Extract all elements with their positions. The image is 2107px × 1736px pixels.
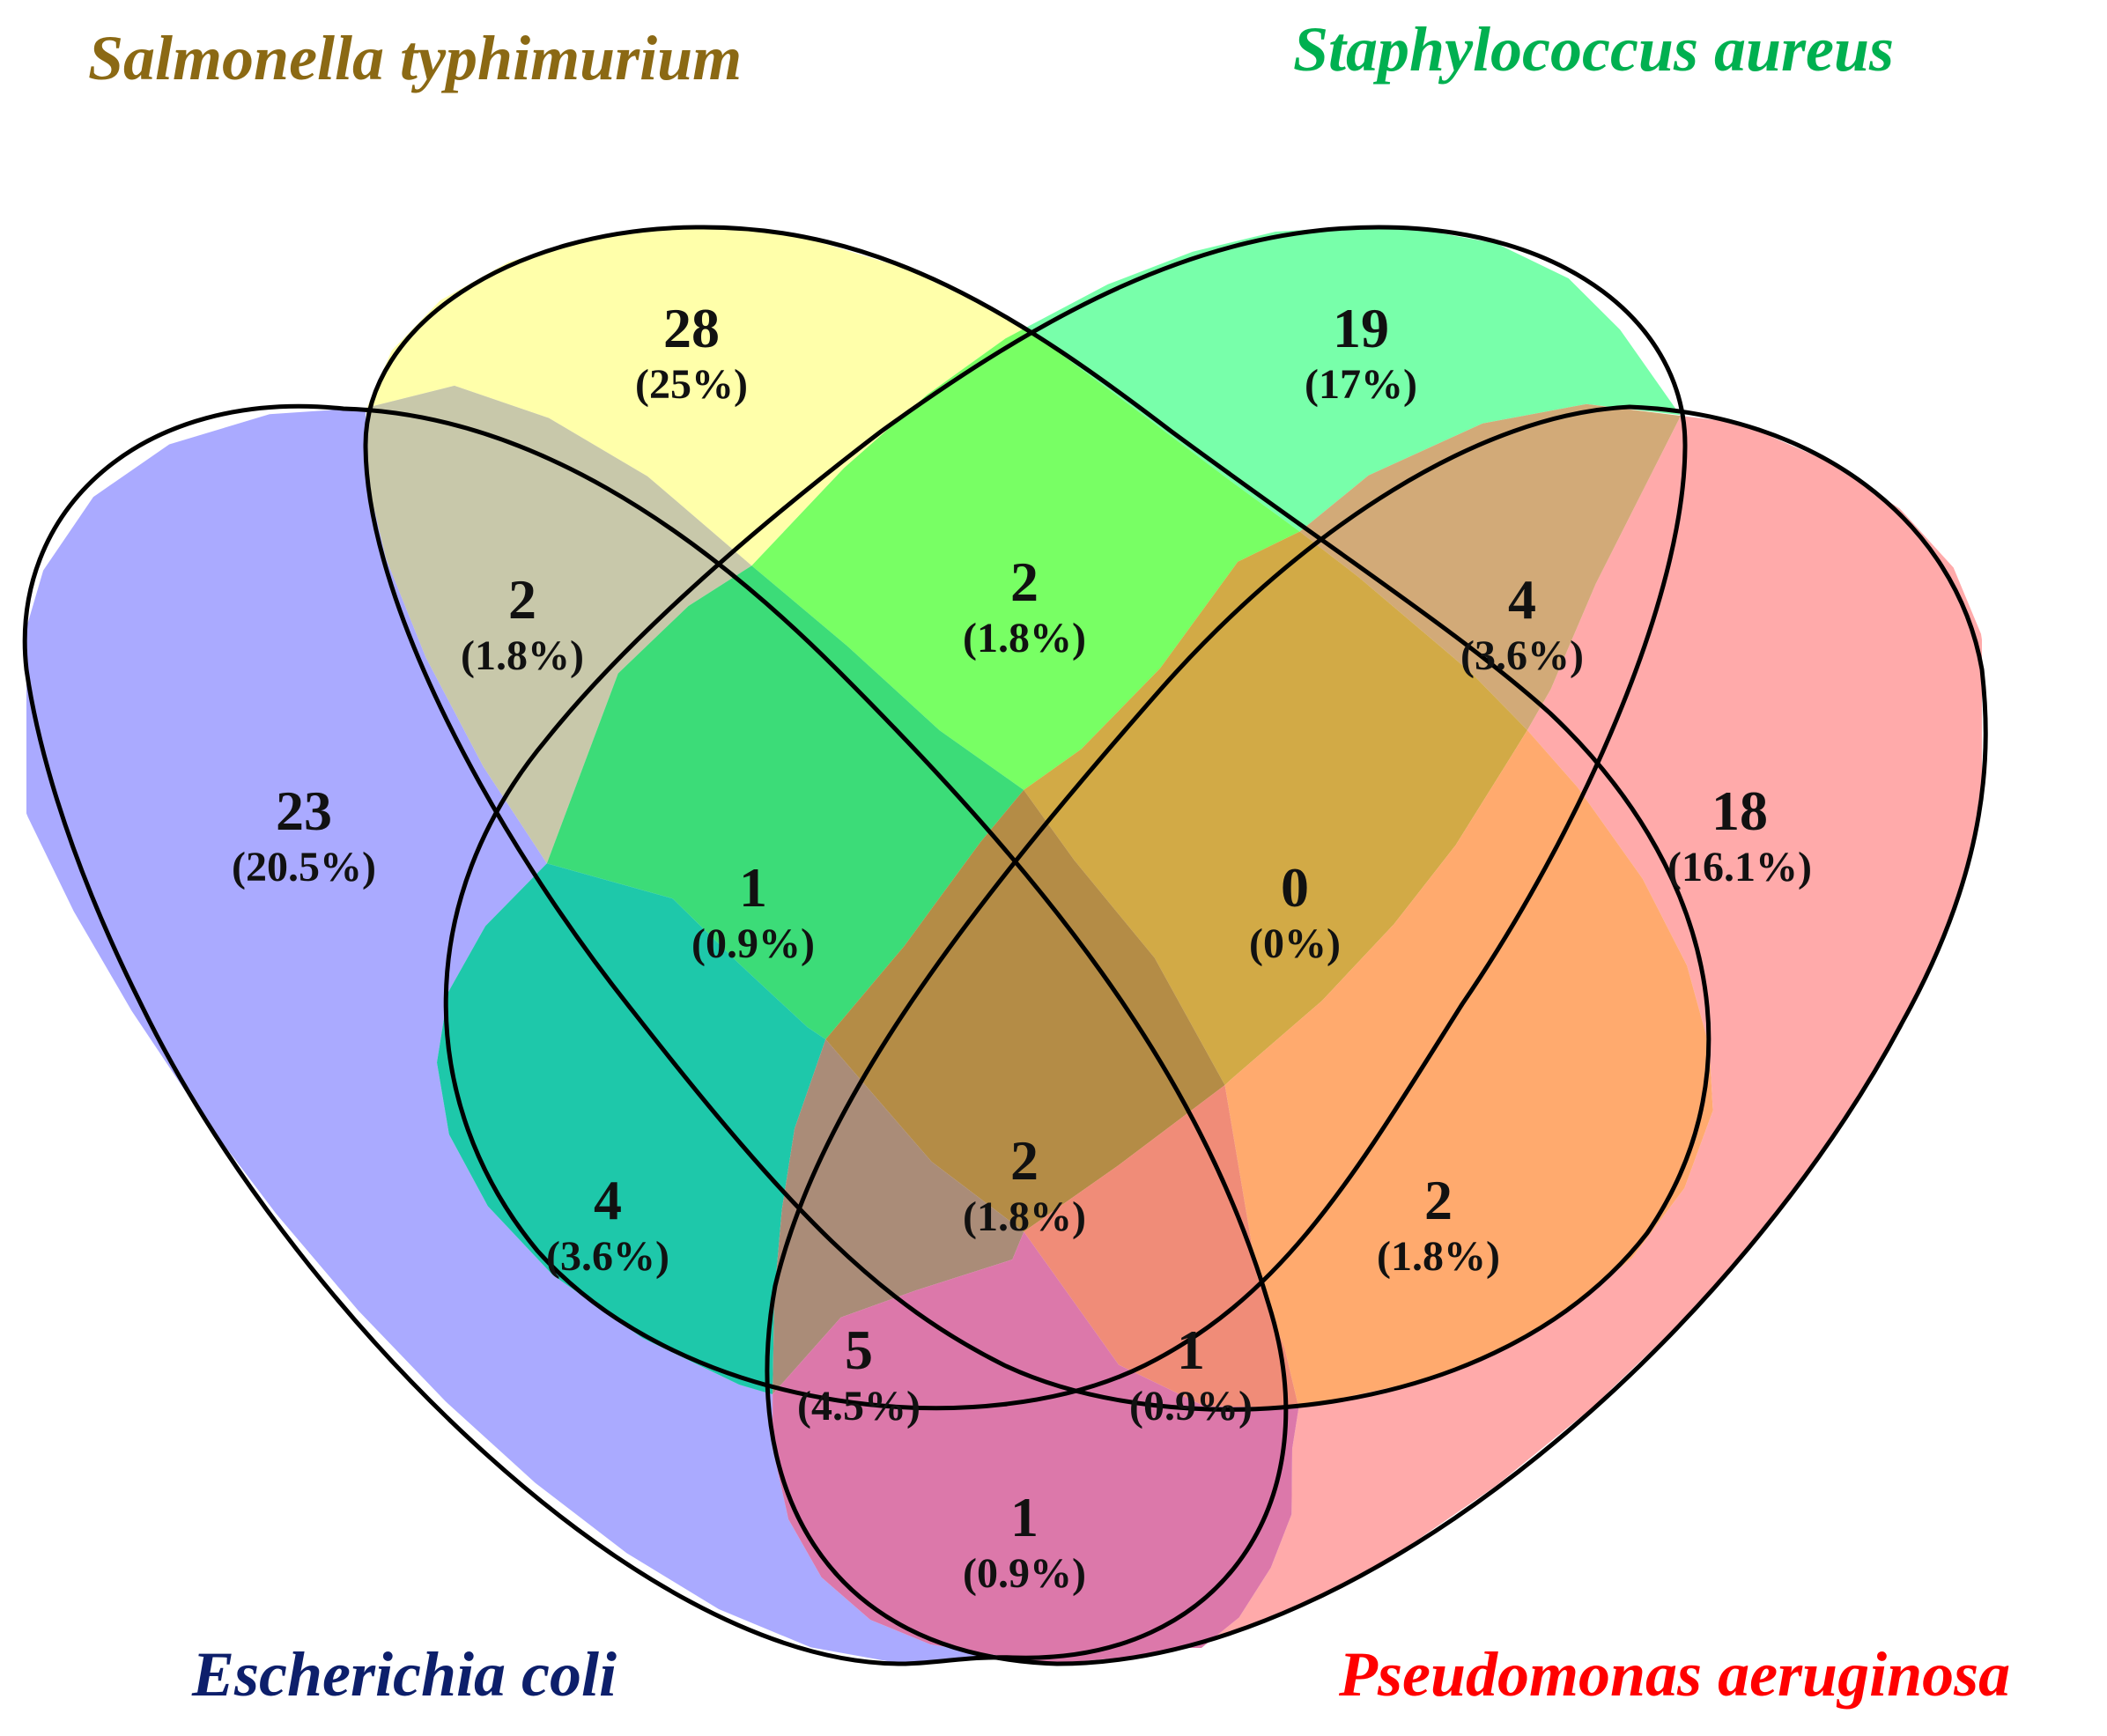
salmonella-outline <box>363 225 1711 1412</box>
region-percent: (0.9%) <box>691 920 815 967</box>
region-percent: (4.5%) <box>797 1383 920 1429</box>
region-count: 4 <box>1508 568 1536 631</box>
region-fill <box>437 863 826 1394</box>
region-percent: (25%) <box>635 361 748 408</box>
region-count: 1 <box>1010 1486 1039 1548</box>
region-percent: (3.6%) <box>1460 632 1584 679</box>
region-percent: (17%) <box>1305 361 1417 408</box>
pseudo-outline <box>765 404 1988 1666</box>
region-percent: (20.5%) <box>232 844 376 890</box>
region-fill <box>546 565 1024 1040</box>
region-count: 28 <box>663 297 720 359</box>
region-count: 4 <box>594 1169 622 1231</box>
region-fill <box>366 227 1026 566</box>
region-count: 2 <box>508 568 536 631</box>
region-count: 2 <box>1424 1169 1453 1231</box>
region-fill <box>366 385 752 864</box>
region-fill <box>1024 1085 1299 1407</box>
region-fill <box>1224 730 1713 1407</box>
region-count: 1 <box>1177 1319 1205 1381</box>
region-percent: (3.6%) <box>546 1233 669 1280</box>
region-fill <box>751 328 1300 790</box>
region-fill <box>773 1231 1299 1664</box>
region-percent: (1.8%) <box>1377 1233 1500 1280</box>
region-percent: (1.8%) <box>963 615 1086 661</box>
region-percent: (16.1%) <box>1667 844 1812 890</box>
region-fill <box>1299 403 1681 731</box>
region-fill <box>1173 416 1982 1648</box>
region-count: 2 <box>1010 550 1039 613</box>
region-count: 18 <box>1711 779 1768 842</box>
region-count: 5 <box>845 1319 873 1381</box>
region-percent: (1.8%) <box>461 632 584 679</box>
region-percent: (0.9%) <box>963 1550 1086 1597</box>
ecoli-outline <box>22 403 1289 1666</box>
salmonella-title: Salmonella typhimurium <box>88 23 742 93</box>
region-fill <box>1024 531 1527 1086</box>
region-count: 0 <box>1281 856 1309 919</box>
region-percent: (0.9%) <box>1129 1383 1253 1429</box>
ecoli-title: Escherichia coli <box>191 1639 617 1710</box>
region-count: 19 <box>1333 297 1389 359</box>
region-labels: 28(25%)19(17%)23(20.5%)18(16.1%)2(1.8%)2… <box>232 297 1812 1597</box>
region-fills <box>26 227 1982 1664</box>
region-fill <box>825 789 1225 1232</box>
staph-title: Staphylococcus aureus <box>1293 14 1894 85</box>
region-fill <box>26 407 1011 1664</box>
region-count: 2 <box>1010 1129 1039 1192</box>
region-percent: (1.8%) <box>963 1193 1086 1240</box>
staph-outline <box>443 225 1688 1411</box>
region-count: 1 <box>739 856 767 919</box>
region-count: 23 <box>276 779 332 842</box>
pseudo-title: Pseudomonas aeruginosa <box>1338 1639 2010 1710</box>
region-percent: (0%) <box>1249 920 1341 967</box>
region-fill <box>1025 227 1685 532</box>
set-outlines <box>22 225 1988 1666</box>
